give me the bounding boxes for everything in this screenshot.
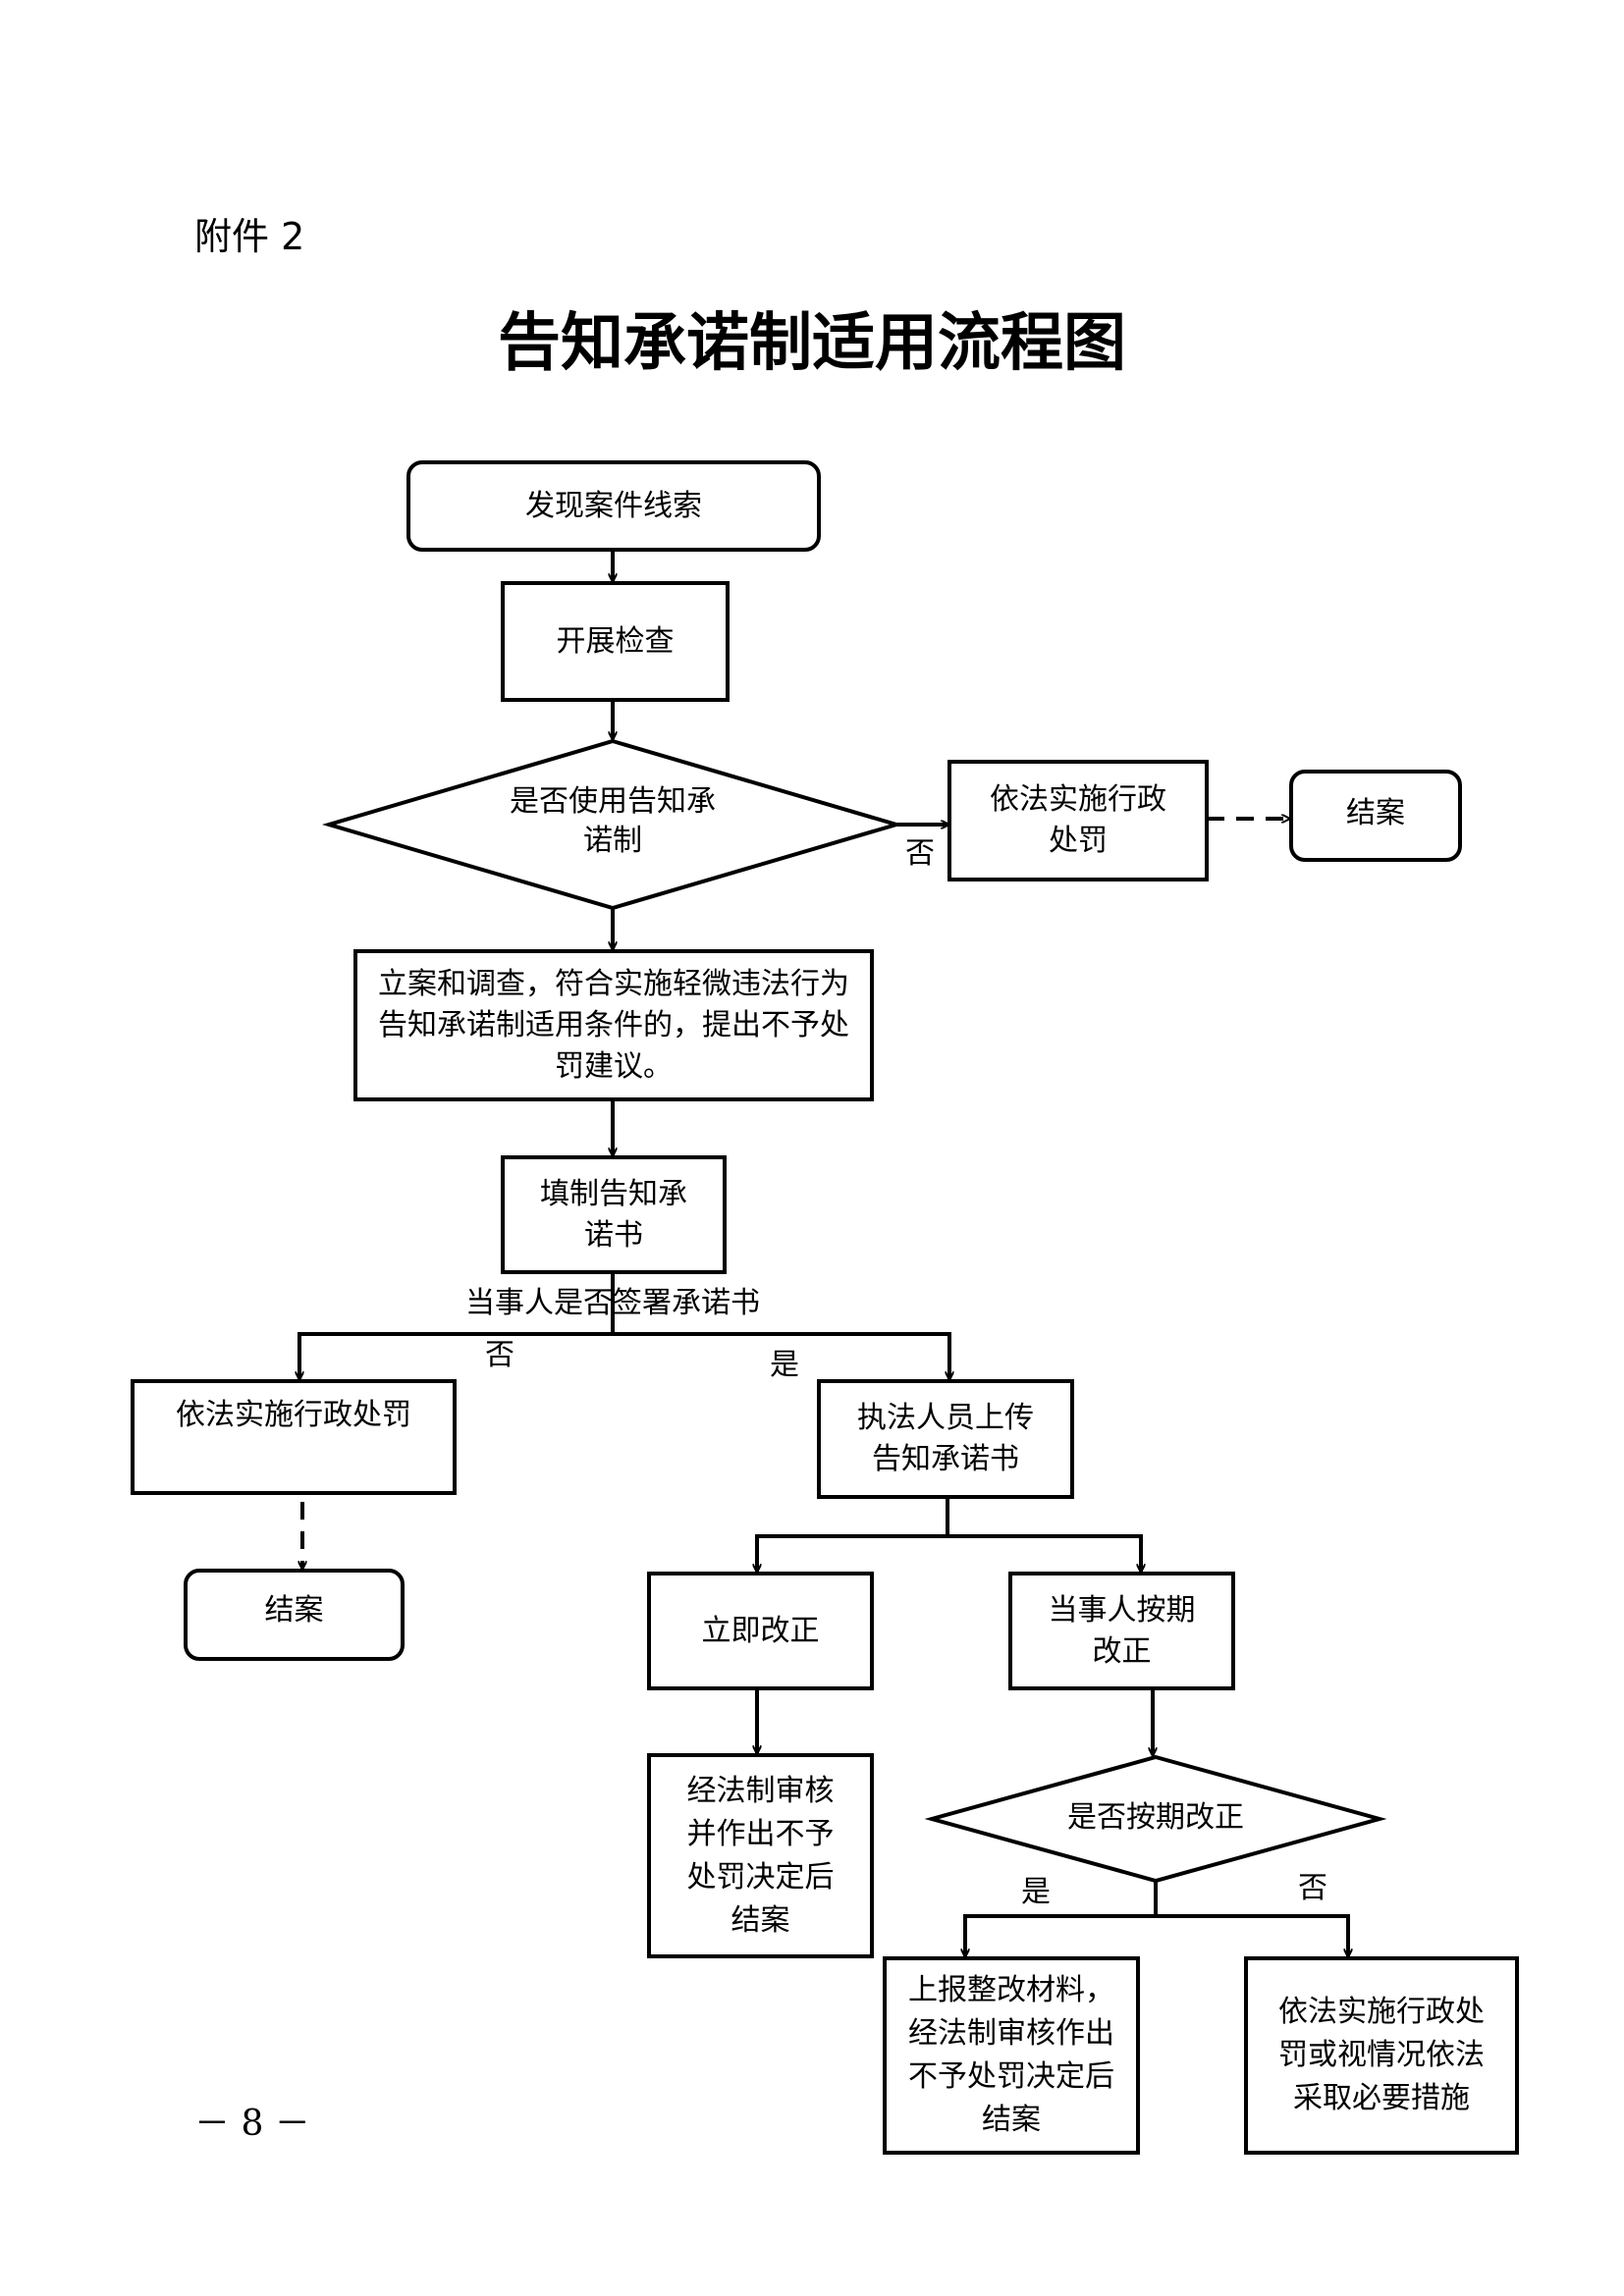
node-close-1: 结案	[1289, 770, 1462, 862]
node-upload: 执法人员上传告知承诺书	[817, 1379, 1074, 1499]
page-number: － 8 －	[194, 2104, 310, 2144]
node-punish-2: 依法实施行政处罚	[131, 1379, 457, 1495]
branch-label-no-2: 否	[485, 1338, 514, 1372]
branch-label-yes-3: 是	[1021, 1875, 1051, 1909]
decision-use-text: 是否使用告知承诺制	[510, 784, 716, 858]
node-report: 上报整改材料，经法制审核作出不予处罚决定后结案	[883, 1956, 1140, 2155]
node-investigate: 立案和调查，符合实施轻微违法行为告知承诺制适用条件的，提出不予处罚建议。	[353, 949, 874, 1101]
connector-correct-split	[755, 1534, 1143, 1563]
node-correct-on-time: 当事人按期改正	[1008, 1572, 1235, 1690]
node-measures: 依法实施行政处罚或视情况依法采取必要措施	[1244, 1956, 1519, 2155]
branch-label-no-3: 否	[1298, 1871, 1327, 1905]
sign-question-label: 当事人是否签署承诺书	[465, 1286, 760, 1320]
node-correct-now: 立即改正	[647, 1572, 874, 1690]
node-punish-1: 依法实施行政处罚	[947, 760, 1209, 881]
node-inspect: 开展检查	[501, 581, 730, 702]
node-review-close: 经法制审核并作出不予处罚决定后结案	[647, 1753, 874, 1958]
connector-result-split	[963, 1914, 1350, 1942]
branch-label-yes-2: 是	[770, 1348, 799, 1382]
node-close-2: 结案	[184, 1569, 405, 1661]
page-title: 告知承诺制适用流程图	[498, 306, 1126, 380]
branch-label-no-1: 否	[905, 836, 935, 871]
decision-on-time-text: 是否按期改正	[1067, 1800, 1244, 1835]
node-discover: 发现案件线索	[406, 460, 821, 552]
attachment-label: 附件 2	[194, 215, 305, 258]
connector-sign-split	[298, 1332, 951, 1362]
node-fill-form: 填制告知承诺书	[501, 1155, 727, 1274]
